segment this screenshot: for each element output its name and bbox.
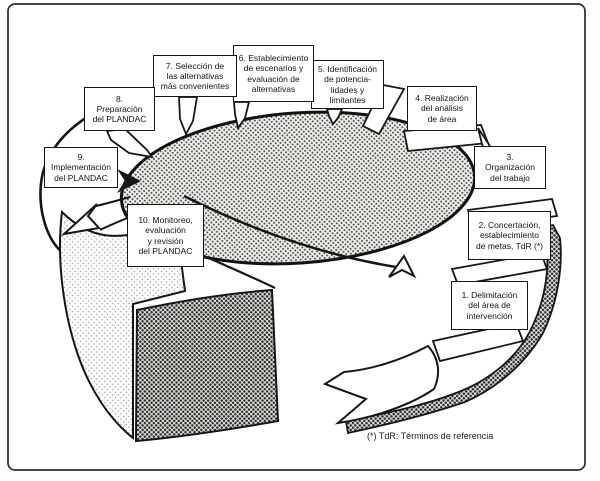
step-box-5: 5. Identificación de potencia- lidades y… [311, 60, 384, 109]
front-wall [134, 288, 280, 443]
step-box-6: 6. Establecimiento de escenarios y evalu… [233, 45, 314, 102]
step-box-9: 9. Implementación del PLANDAC [44, 147, 118, 188]
step-box-2: 2. Concertación, establecimiento de meta… [468, 211, 551, 260]
step10-ribbon-upper-edge [183, 194, 397, 269]
connector-step9-icon [117, 169, 141, 193]
step-box-7: 7. Selección de las alternativas más con… [153, 55, 237, 97]
spiral-tail [322, 344, 440, 425]
step-box-10: 10. Monitoreo, evaluación y revisión del… [127, 204, 204, 267]
box-connector-arrows [105, 96, 344, 159]
step-box-4: 4. Realización del análisis de área [407, 86, 477, 131]
step-box-1: 1. Delimitación del área de intervención [451, 281, 528, 330]
left-chevron-arrow [60, 203, 101, 236]
connector-step6-icon [233, 101, 251, 131]
left-ribbon-edge-a [95, 196, 131, 207]
left-wall-arrow [58, 209, 187, 441]
footnote-tdr: (*) TdR: Términos de referencia [367, 431, 494, 441]
outer-rim [344, 223, 562, 435]
step-box-3: 3. Organización del trabajo [474, 146, 546, 189]
connector-step5-icon [325, 108, 344, 126]
step-box-8: 8. Preparación del PLANDAC [84, 87, 155, 131]
cycle-return-arrow [388, 254, 417, 279]
connector-step7-icon [178, 96, 199, 137]
